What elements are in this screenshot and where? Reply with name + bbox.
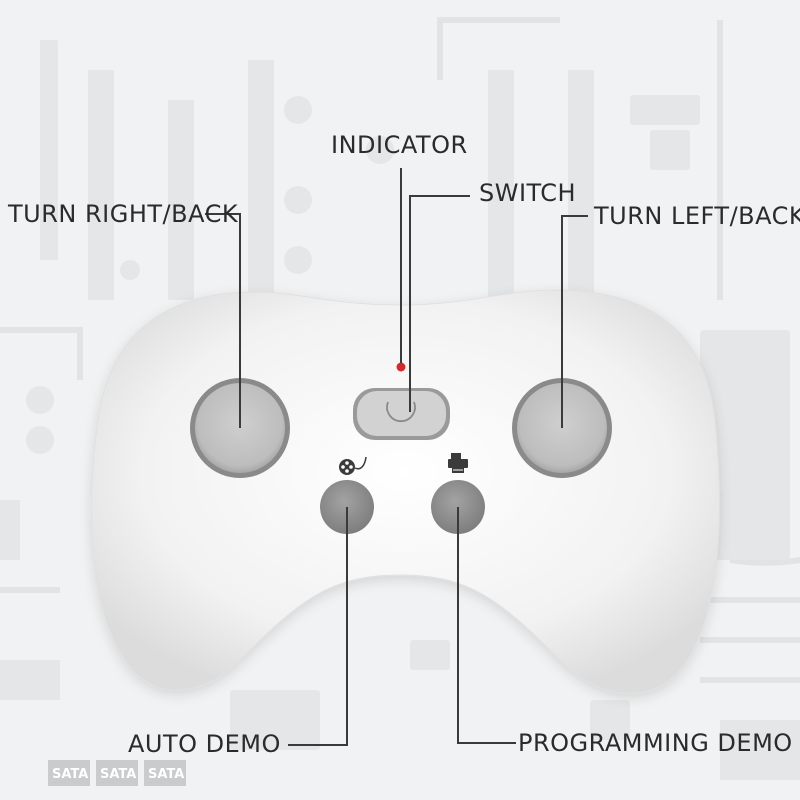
film-reel-icon [339, 456, 367, 475]
svg-text:SATA: SATA [100, 767, 136, 782]
indicator-label: INDICATOR [331, 131, 468, 159]
sata-chip-2: SATA [96, 760, 138, 786]
switch-label: SWITCH [479, 179, 576, 207]
switch-button[interactable] [353, 388, 450, 440]
indicator-led [396, 362, 406, 372]
auto-demo-leader-line [288, 507, 348, 746]
programming-demo-label: PROGRAMMING DEMO [518, 729, 793, 757]
turn-left-back-leader-line [561, 215, 588, 428]
sata-chip-3: SATA [144, 760, 186, 786]
turn-left-back-label: TURN LEFT/BACK [593, 202, 800, 230]
svg-text:SATA: SATA [52, 767, 88, 782]
sata-chip-1: SATA [48, 760, 90, 786]
power-icon [386, 401, 416, 423]
controller-body [90, 289, 720, 694]
svg-text:SATA: SATA [148, 767, 184, 782]
turn-right-back-leader-line [205, 213, 241, 428]
turn-right-back-label: TURN RIGHT/BACK [7, 200, 239, 228]
auto-demo-label: AUTO DEMO [128, 730, 281, 758]
switch-leader-line [409, 195, 470, 412]
printer-icon [448, 453, 468, 473]
circuit-board-background: SATA SATA SATA [0, 17, 800, 786]
programming-demo-leader-line [457, 507, 516, 744]
